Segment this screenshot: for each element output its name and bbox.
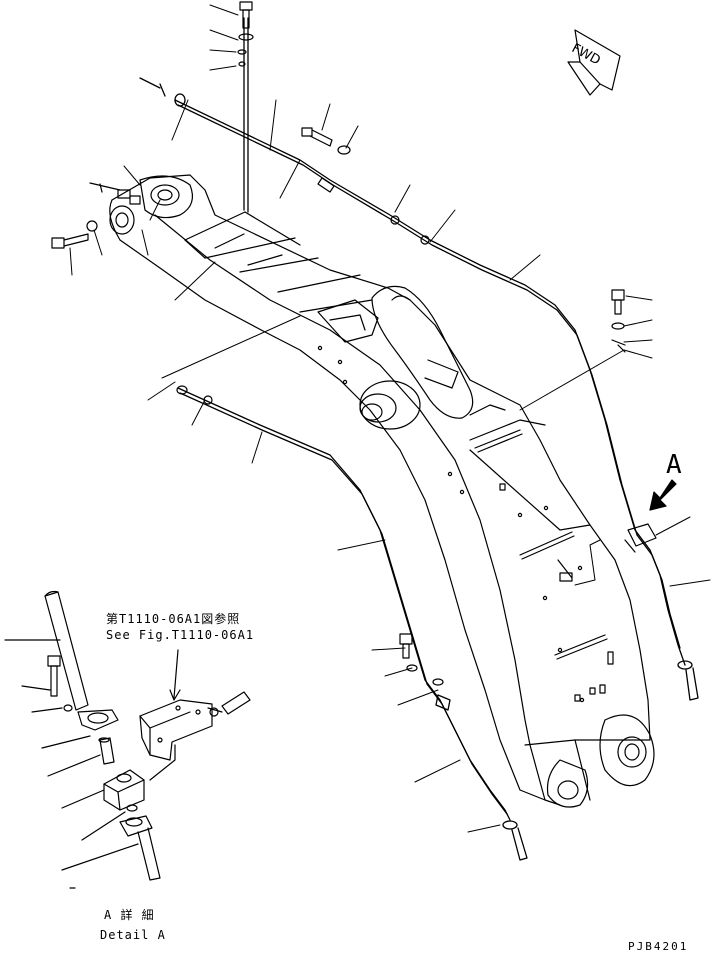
fwd-arrow-icon xyxy=(567,29,621,96)
view-a-arrow-icon xyxy=(649,479,677,511)
detail-a-en-label: Detail A xyxy=(100,928,166,942)
reference-en-label: See Fig.T1110-06A1 xyxy=(106,628,255,642)
detail-a-drawing xyxy=(4,590,251,889)
detail-a-jp-label: A 詳 細 xyxy=(104,908,155,922)
bracket-ladder xyxy=(184,211,373,313)
hydraulic-lines xyxy=(139,17,699,861)
boom-body xyxy=(109,174,655,808)
view-a-marker: A xyxy=(666,450,682,480)
pipe-clamp-bars xyxy=(474,429,614,702)
leader-lines xyxy=(69,4,711,833)
reference-jp-label: 第T1110-06A1図参照 xyxy=(106,612,241,626)
drawing-code-label: PJB4201 xyxy=(628,940,689,953)
bolts-and-washers xyxy=(51,1,657,686)
